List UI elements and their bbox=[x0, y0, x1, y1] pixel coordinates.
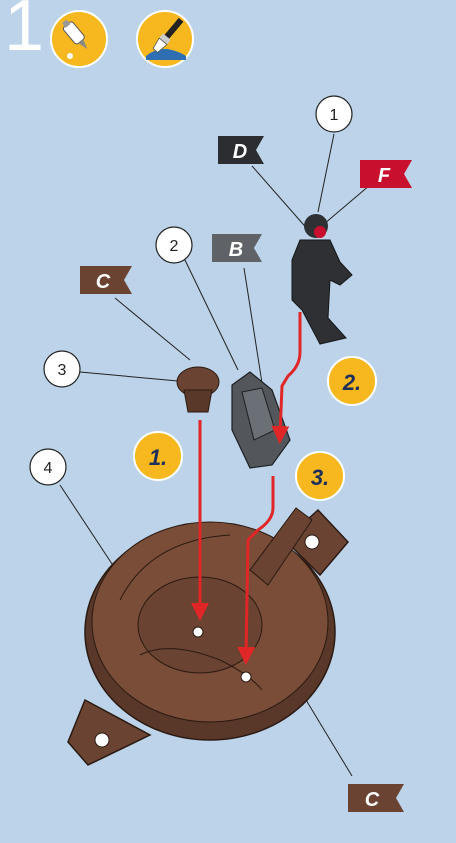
flag-f-letter: F bbox=[378, 165, 391, 187]
flag-d: D bbox=[218, 136, 264, 164]
step-badge-3-label: 3. bbox=[311, 465, 329, 490]
flag-c-top: C bbox=[80, 266, 132, 294]
flag-c-top-letter: C bbox=[96, 271, 111, 293]
step-badge-2: 2. bbox=[328, 357, 376, 405]
flag-b: B bbox=[212, 234, 262, 262]
flag-c-bottom: C bbox=[348, 784, 404, 812]
step-badge-1-label: 1. bbox=[149, 445, 167, 470]
callout-2-number: 2 bbox=[170, 238, 179, 255]
step-badge-3: 3. bbox=[296, 452, 344, 500]
flag-b-letter: B bbox=[229, 239, 243, 261]
callout-1-number: 1 bbox=[330, 107, 339, 124]
flag-c-bottom-letter: C bbox=[365, 789, 380, 811]
callout-4-number: 4 bbox=[44, 460, 53, 477]
seat-cushion bbox=[177, 367, 219, 412]
cockpit-floor bbox=[68, 508, 348, 765]
callout-3-number: 3 bbox=[58, 362, 67, 379]
arrow-2 bbox=[280, 312, 300, 435]
flag-d-letter: D bbox=[233, 141, 247, 163]
step-badge-2-label: 2. bbox=[342, 370, 361, 395]
step-badge-1: 1. bbox=[134, 432, 182, 480]
flag-f: F bbox=[360, 160, 412, 188]
